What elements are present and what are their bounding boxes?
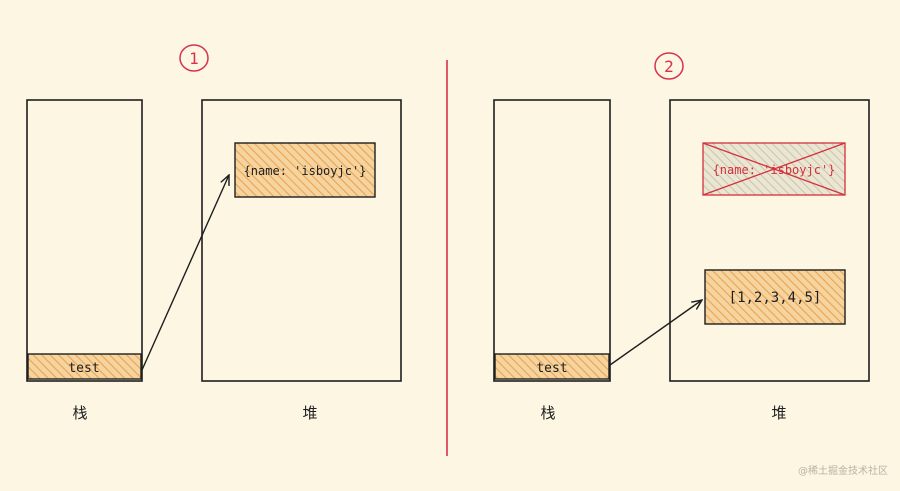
heap-title: 堆 [302, 404, 317, 422]
heap-object-array: [1,2,3,4,5] [704, 269, 846, 325]
reference-arrow [141, 175, 229, 371]
stack-title: 栈 [72, 404, 87, 422]
step-marker-2: 2 [654, 52, 684, 80]
heap-box [201, 99, 402, 382]
step-label-1: 1 [189, 49, 199, 68]
heap-object-removed: {name: 'isboyjc'} [702, 142, 846, 196]
strike-line [702, 142, 846, 196]
panel-1: 1 test 栈 {name: 'isboyjc'} 堆 [26, 44, 402, 422]
stack-variable-label: test [68, 361, 99, 376]
heap-box [669, 99, 870, 382]
stack-title: 栈 [540, 404, 555, 422]
reference-arrow [609, 300, 702, 366]
panel-2: 2 test 栈 {name: 'isboyjc'} [1,2,3,4,5] 堆 [493, 52, 870, 422]
stack-variable-test: test [27, 353, 142, 380]
heap-object-label: {name: 'isboyjc'} [244, 164, 367, 178]
heap-object-name: {name: 'isboyjc'} [234, 142, 376, 198]
heap-object-removed-label: {name: 'isboyjc'} [713, 163, 836, 177]
watermark: @稀土掘金技术社区 [798, 464, 888, 477]
heap-object-array-label: [1,2,3,4,5] [729, 290, 822, 306]
heap-title: 堆 [771, 404, 786, 422]
stack-box [493, 99, 611, 382]
stack-variable-test: test [494, 353, 610, 380]
step-marker-1: 1 [179, 44, 209, 72]
stack-box [26, 99, 143, 382]
stack-variable-label: test [536, 361, 567, 376]
step-label-2: 2 [664, 57, 674, 76]
